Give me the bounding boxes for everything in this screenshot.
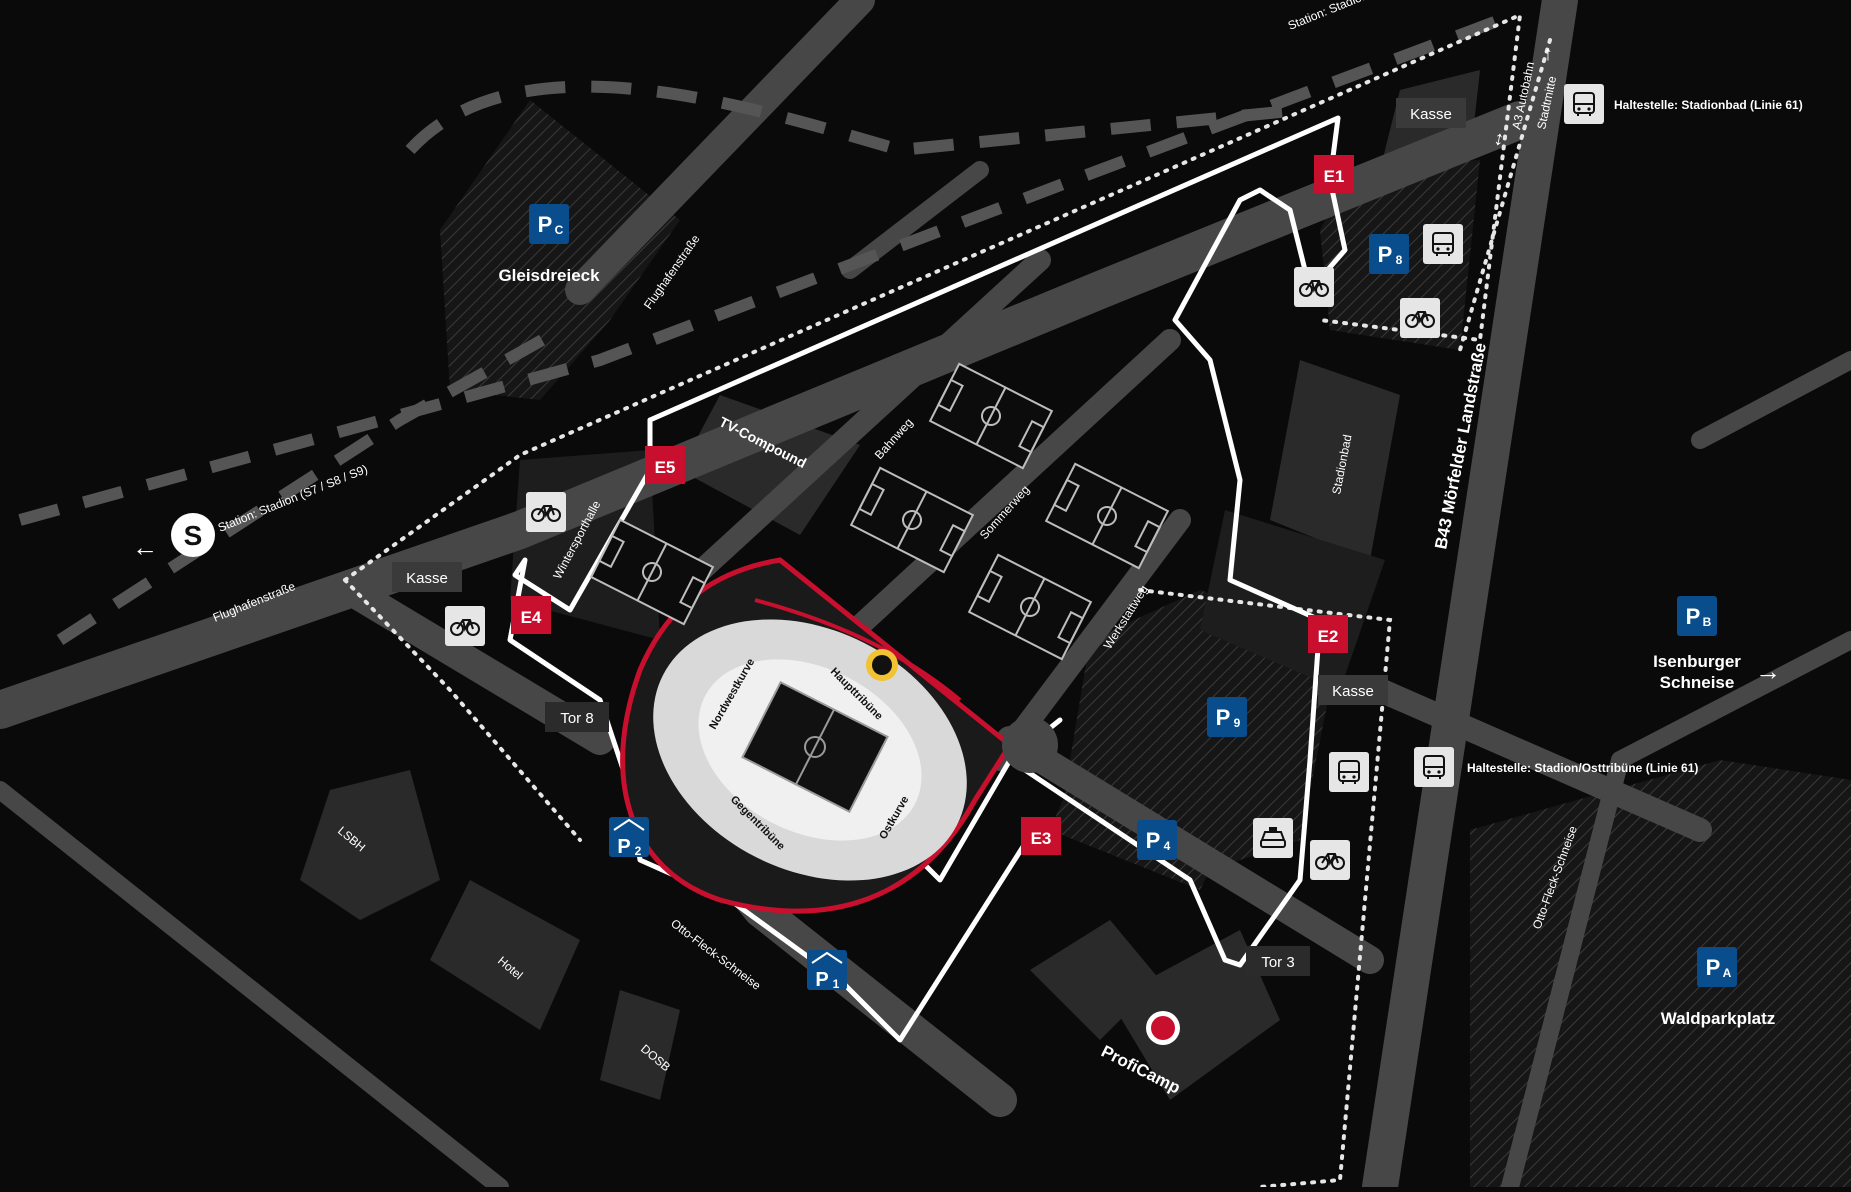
parking-pb-name-line1: Isenburger bbox=[1653, 652, 1741, 671]
parking-pa: P A Waldparkplatz bbox=[1661, 947, 1776, 1028]
kasse-right bbox=[1318, 675, 1388, 705]
kasse-left bbox=[392, 562, 462, 592]
entrance-e1-label: E1 bbox=[1324, 167, 1345, 186]
gate-tor8-label: Tor 8 bbox=[560, 710, 593, 727]
entrance-e2-label: E2 bbox=[1318, 627, 1339, 646]
parking-pb-icon bbox=[1677, 596, 1717, 636]
parking-pb: P B Isenburger Schneise → bbox=[1653, 596, 1781, 692]
entrance-e5-label: E5 bbox=[655, 458, 676, 477]
gate-tor3 bbox=[1246, 946, 1310, 976]
kasse-left-label: Kasse bbox=[406, 570, 448, 587]
arrow-a3-icon: ↔ bbox=[1483, 127, 1509, 151]
kasse-right-label: Kasse bbox=[1332, 683, 1374, 700]
entrance-e4 bbox=[511, 596, 551, 634]
transit-icons[interactable]: Haltestelle: Stadionbad (Linie 61) Halte… bbox=[1253, 84, 1803, 858]
entrance-e4-label: E4 bbox=[521, 608, 542, 627]
svg-text:A: A bbox=[1723, 966, 1732, 980]
entrance-e5 bbox=[645, 446, 685, 484]
svg-text:P: P bbox=[538, 212, 553, 237]
svg-text:P: P bbox=[1216, 705, 1231, 730]
ticket-booths[interactable]: Kasse Kasse Kasse bbox=[392, 98, 1466, 705]
entrance-e1 bbox=[1314, 155, 1354, 193]
parking-pa-name: Waldparkplatz bbox=[1661, 1009, 1776, 1028]
svg-text:1: 1 bbox=[833, 977, 840, 991]
hotel-building bbox=[430, 880, 580, 1030]
svg-text:P: P bbox=[1686, 604, 1701, 629]
parking-p1: P 1 bbox=[807, 950, 847, 991]
svg-text:P: P bbox=[617, 836, 630, 858]
lsbh-building bbox=[300, 770, 440, 920]
arrow-right-icon: → bbox=[1755, 656, 1781, 686]
parking-pc: P C Gleisdreieck bbox=[498, 204, 600, 285]
waldparkplatz-area bbox=[1470, 760, 1851, 1187]
svg-text:C: C bbox=[555, 223, 564, 237]
svg-text:4: 4 bbox=[1164, 839, 1171, 853]
gate-tor3-label: Tor 3 bbox=[1261, 954, 1294, 971]
stadium bbox=[620, 557, 1014, 914]
svg-text:B: B bbox=[1703, 615, 1712, 629]
parking-p8: P 8 bbox=[1369, 234, 1409, 274]
entrances[interactable]: E1 E2 E3 E4 E5 bbox=[511, 155, 1354, 855]
svg-text:P: P bbox=[1146, 828, 1161, 853]
svg-text:P: P bbox=[1706, 955, 1721, 980]
parking-p8-icon bbox=[1369, 234, 1409, 274]
parking-p9-icon bbox=[1207, 697, 1247, 737]
parking-p4-icon bbox=[1137, 820, 1177, 860]
parking-p4: P 4 bbox=[1137, 820, 1177, 860]
buildings bbox=[300, 70, 1480, 1100]
parking-p9: P 9 bbox=[1207, 697, 1247, 737]
dosb-building bbox=[600, 990, 680, 1100]
parking-garage-icon bbox=[811, 951, 843, 964]
taxi-icon bbox=[1253, 818, 1293, 858]
bus-stop-stadionbad-label: Haltestelle: Stadionbad (Linie 61) bbox=[1614, 98, 1803, 112]
entrance-e3-label: E3 bbox=[1031, 829, 1052, 848]
entrance-e3 bbox=[1021, 817, 1061, 855]
entrance-e2 bbox=[1308, 615, 1348, 653]
parking-p2: P 2 bbox=[609, 817, 649, 858]
s-bahn-letter: S bbox=[184, 520, 203, 551]
proficamp-building bbox=[1110, 930, 1280, 1100]
kasse-top bbox=[1396, 98, 1466, 128]
gate-tor8 bbox=[545, 702, 609, 732]
parking-areas[interactable]: P C Gleisdreieck P 8 P 9 P 4 P 2 P bbox=[498, 204, 1781, 1028]
roundabout bbox=[1002, 717, 1058, 773]
parking-garage-icon bbox=[613, 818, 645, 831]
arrow-left-icon: ← bbox=[132, 532, 158, 562]
bike-parking[interactable] bbox=[445, 267, 1440, 880]
parking-pb-name-line2: Schneise bbox=[1660, 673, 1735, 692]
parking-pc-icon bbox=[529, 204, 569, 244]
parking-pc-name: Gleisdreieck bbox=[498, 266, 600, 285]
svg-text:8: 8 bbox=[1396, 253, 1403, 267]
svg-text:9: 9 bbox=[1234, 716, 1241, 730]
svg-text:P: P bbox=[815, 969, 828, 991]
rail-lines bbox=[18, 14, 1503, 646]
svg-text:P: P bbox=[1378, 242, 1393, 267]
parking-pa-icon bbox=[1697, 947, 1737, 987]
arrow-up-icon: ↑ bbox=[1543, 43, 1553, 65]
svg-text:2: 2 bbox=[635, 844, 642, 858]
kasse-top-label: Kasse bbox=[1410, 106, 1452, 123]
bus-stop-osttribuene-label: Haltestelle: Stadion/Osttribüne (Linie 6… bbox=[1467, 761, 1698, 775]
stadionbad-building bbox=[1270, 360, 1400, 560]
s-bahn-icon bbox=[171, 513, 215, 557]
gleisdreieck-area bbox=[440, 100, 680, 400]
gates[interactable]: Tor 8 Tor 3 bbox=[545, 702, 1310, 976]
